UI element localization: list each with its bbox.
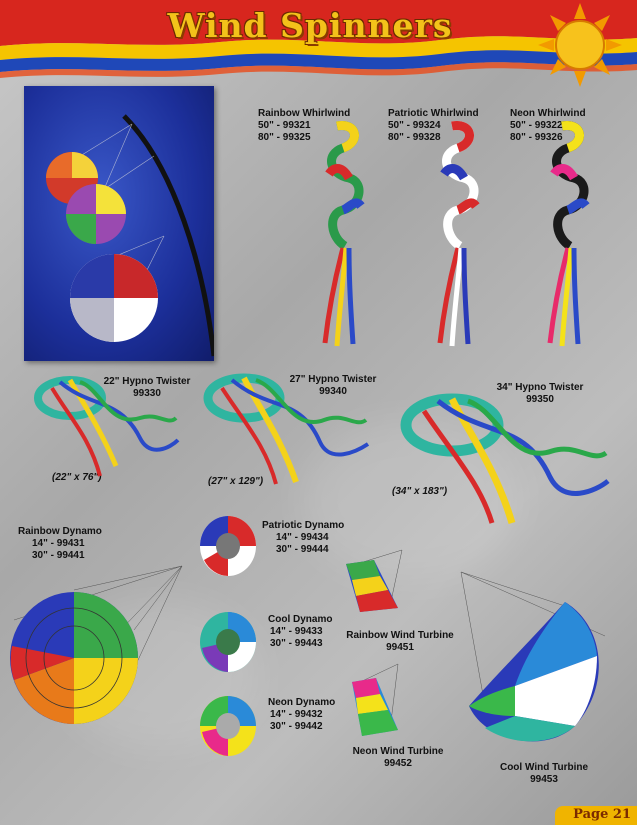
dims-22-hypno-twister: (22" x 76") [52,472,102,483]
neon-wind-turbine-image [352,663,399,736]
product-label-neon-dynamo: Neon Dynamo 14" - 99432 30" - 99442 [268,697,336,732]
patriotic-whirlwind-image [437,121,480,347]
page-number: Page 21 [573,807,631,822]
cool-wind-turbine-image [460,571,606,742]
rainbow-dynamo-image [10,565,183,724]
product-label-patriotic-dynamo: Patriotic Dynamo 14" - 99434 30" - 99444 [262,520,345,555]
rainbow-wind-turbine-image [346,549,403,612]
product-label-rainbow-whirlwind: Rainbow Whirlwind 50" - 99321 80" - 9932… [258,108,351,143]
patriotic-dynamo-image [200,516,256,576]
page-number-tab: Page 21 [555,806,637,825]
product-label-patriotic-whirlwind: Patriotic Whirlwind 50" - 99324 80" - 99… [388,108,479,143]
hypno-twister-34-image [400,393,610,524]
product-label-neon-whirlwind: Neon Whirlwind 50" - 99322 80" - 99326 [510,108,586,143]
neon-whirlwind-image [547,121,590,347]
product-label-rainbow-wind-turbine: Rainbow Wind Turbine 99451 [346,630,454,653]
product-label-neon-wind-turbine: Neon Wind Turbine 99452 [352,746,444,769]
hypno-twister-27-image [203,373,370,485]
dims-27-hypno-twister: (27" x 129") [208,476,264,487]
dims-34-hypno-twister: (34" x 183") [392,486,448,497]
product-label-cool-dynamo: Cool Dynamo 14" - 99433 30" - 99443 [268,614,333,649]
photo-dynamos-on-pole [24,86,214,361]
neon-dynamo-image [200,696,256,756]
hypno-twister-22-image [34,376,180,477]
rainbow-whirlwind-image [322,121,365,347]
product-label-cool-wind-turbine: Cool Wind Turbine 99453 [499,762,589,785]
header-banner: Wind Spinners [0,0,637,95]
product-label-34-hypno-twister: 34" Hypno Twister 99350 [496,382,584,405]
product-label-27-hypno-twister: 27" Hypno Twister 99340 [289,374,377,397]
product-label-22-hypno-twister: 22" Hypno Twister 99330 [103,376,191,399]
page-title: Wind Spinners [167,6,453,45]
banner-waves [0,0,637,87]
product-label-rainbow-dynamo: Rainbow Dynamo 14" - 99431 30" - 99441 [18,526,102,561]
cool-dynamo-image [200,612,256,672]
sun-icon [538,3,622,87]
